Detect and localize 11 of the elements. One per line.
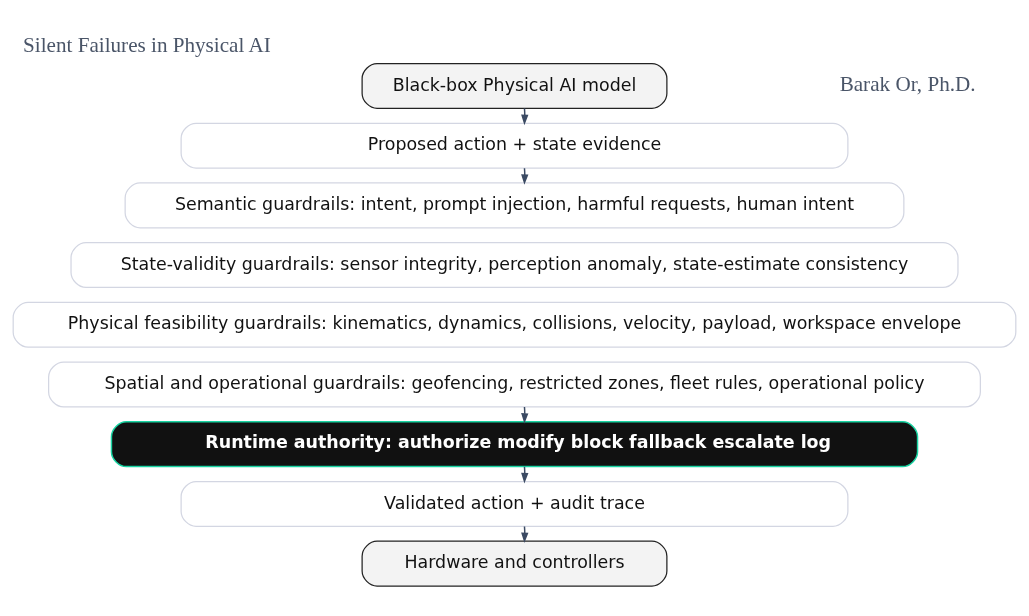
node-box: State-validity guardrails: sensor integrity, perception anomaly, state-estimate consistency bbox=[70, 242, 959, 289]
label: Barak Or, Ph.D. bbox=[839, 72, 976, 97]
node-box: Validated action + audit trace bbox=[180, 480, 849, 527]
node-box: Proposed action + state evidence bbox=[180, 122, 849, 169]
node-box: Semantic guardrails: intent, prompt injection, harmful requests, human intent bbox=[124, 182, 905, 229]
node-box: Runtime authority: authorize modify block fallback escalate log bbox=[110, 421, 919, 468]
node-box: Physical feasibility guardrails: kinematics, dynamics, collisions, velocity, payload, workspace envelope bbox=[12, 301, 1017, 348]
node-box: Spatial and operational guardrails: geofencing, restricted zones, fleet rules, operational policy bbox=[48, 361, 981, 408]
node-box: Black-box Physical AI model bbox=[361, 62, 668, 109]
diagram-title: Silent Failures in Physical AI bbox=[23, 32, 271, 57]
node-box: Hardware and controllers bbox=[361, 540, 668, 587]
